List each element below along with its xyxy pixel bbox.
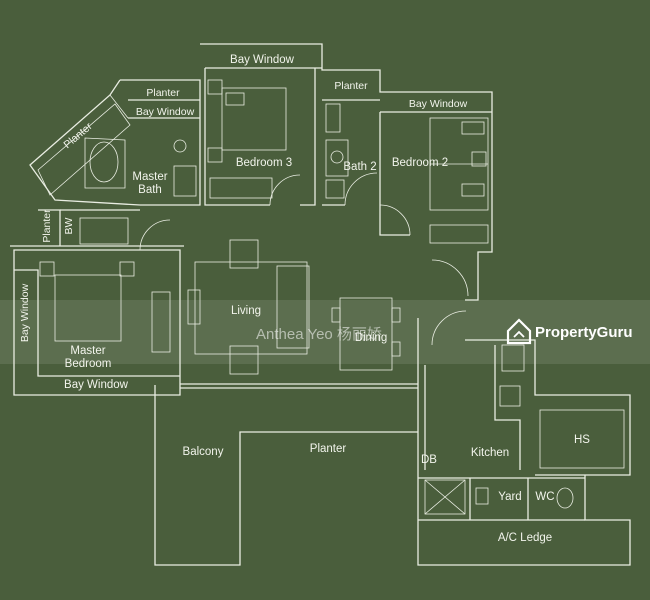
bath-2-block <box>322 99 380 206</box>
label-living: Living <box>231 305 261 317</box>
label-bay-window-left: Bay Window <box>19 283 31 342</box>
label-dining: Dining <box>355 332 388 344</box>
label-master-bedroom-2: Bedroom <box>65 358 112 370</box>
label-bedroom-3: Bedroom 3 <box>236 157 292 169</box>
label-master-bath-2: Bath <box>138 184 162 196</box>
label-bay-window-top: Bay Window <box>230 54 295 66</box>
kitchen-block <box>418 344 625 521</box>
label-bedroom-2: Bedroom 2 <box>392 157 448 169</box>
label-planter-diagonal: Planter <box>61 120 95 151</box>
label-bay-window-bed2: Bay Window <box>409 98 468 110</box>
label-yard: Yard <box>498 491 521 503</box>
label-planter-left: Planter <box>41 209 53 243</box>
label-planter-top-mid: Planter <box>334 80 368 92</box>
label-bath-2: Bath 2 <box>343 161 376 173</box>
label-kitchen: Kitchen <box>471 447 509 459</box>
bedroom-2-block <box>379 111 492 244</box>
label-master-bath-1: Master <box>132 171 167 183</box>
label-master-bedroom-1: Master <box>70 345 105 357</box>
label-planter-top-left: Planter <box>146 87 180 99</box>
room-labels: Bay Window Planter Bay Window Planter Ma… <box>19 54 590 544</box>
label-db: DB <box>421 454 437 466</box>
living-dining-block <box>187 239 469 375</box>
exterior-walls <box>10 43 631 566</box>
label-bay-window-bath: Bay Window <box>136 106 195 118</box>
master-bath-block <box>29 79 201 206</box>
label-planter-bottom: Planter <box>310 443 347 455</box>
label-bay-window-bottom: Bay Window <box>64 379 129 391</box>
watermark-brand: PropertyGuru <box>535 324 633 341</box>
watermark-agent-name: Anthea Yeo 杨丽娇 <box>256 326 382 343</box>
label-bw: BW <box>63 217 75 234</box>
master-bedroom-block <box>14 209 180 377</box>
label-ac-ledge: A/C Ledge <box>498 532 552 544</box>
watermark-band <box>0 300 650 364</box>
label-wc: WC <box>535 491 554 503</box>
bedroom-3-block <box>204 67 322 206</box>
propertyguru-logo-icon <box>506 318 532 345</box>
label-hs: HS <box>574 434 590 446</box>
label-balcony: Balcony <box>183 446 224 458</box>
